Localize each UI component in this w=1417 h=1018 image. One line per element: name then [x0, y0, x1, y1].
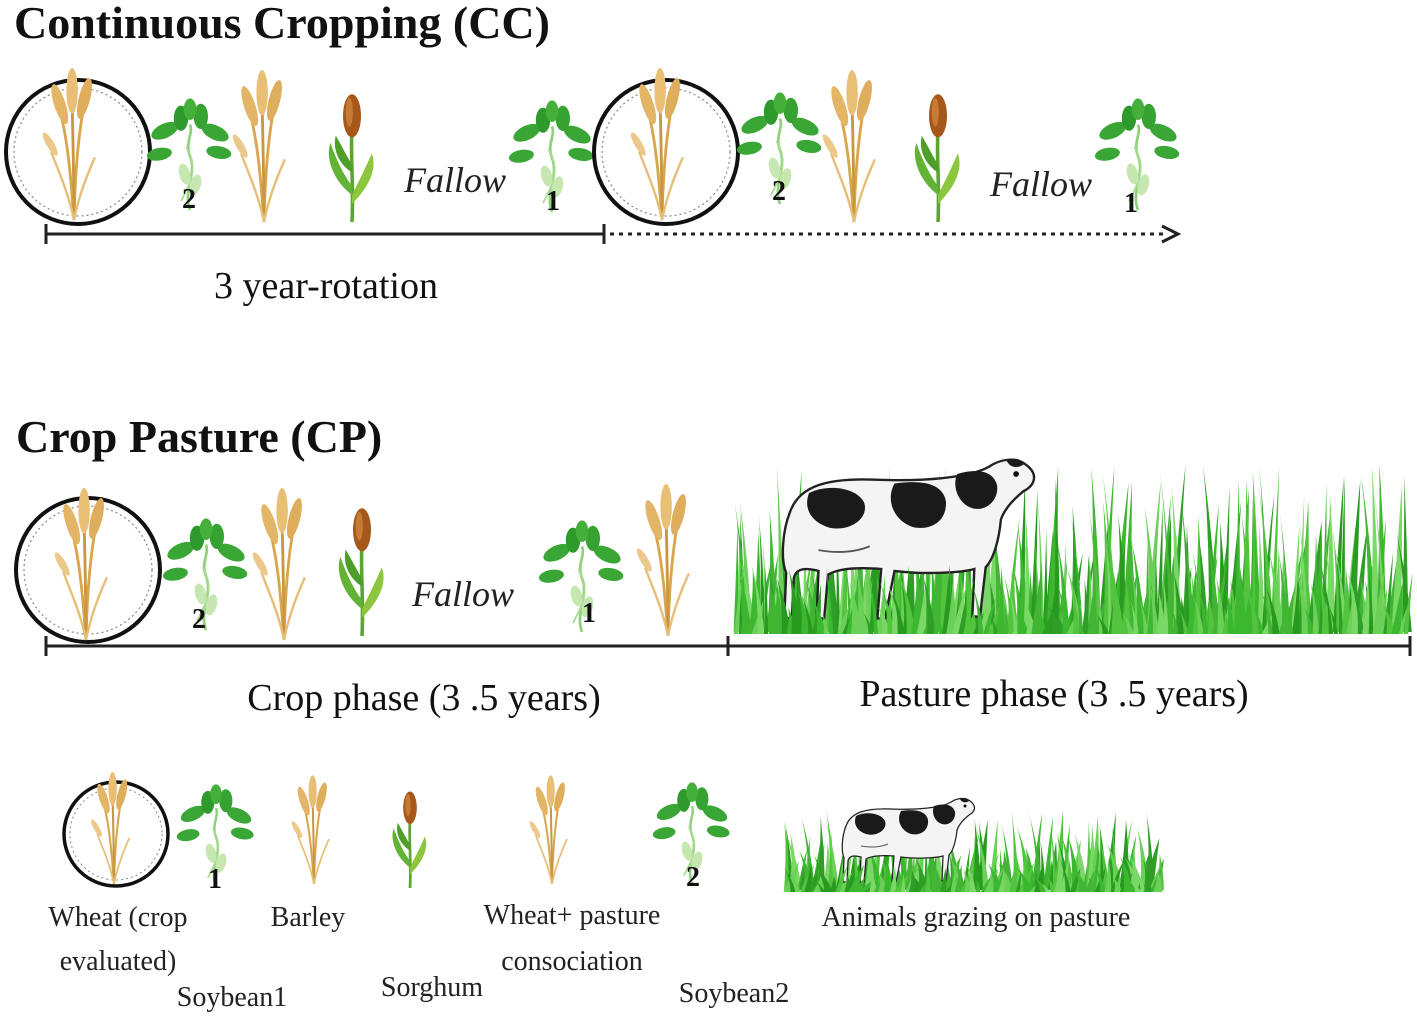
fallow-label: Fallow: [403, 160, 506, 200]
sorghum-icon: [913, 92, 962, 224]
wheat-evaluated-icon: [592, 66, 740, 226]
soybean-number: 2: [182, 184, 196, 215]
soybean-number: 2: [192, 604, 206, 635]
cp-timeline: [44, 636, 1412, 656]
sorghum-icon: [337, 506, 386, 638]
legend-wheat-icon: [62, 770, 170, 888]
legend-wheat-label-line1: Wheat (crop: [48, 902, 187, 933]
barley-icon: [248, 486, 307, 642]
crop-phase-label: Crop phase (3 .5 years): [247, 677, 601, 719]
soybean-number: 2: [772, 176, 786, 207]
legend-barley-icon: [288, 774, 331, 886]
soybean-number: 1: [582, 598, 596, 629]
wheat-evaluated-icon: [14, 486, 162, 644]
cc-title: Continuous Cropping (CC): [14, 0, 550, 48]
legend-wheat-pasture-label-line2: consociation: [501, 946, 643, 977]
legend-barley-label: Barley: [271, 902, 346, 933]
soybean-number: 1: [546, 186, 560, 217]
pasture-grass-front: [733, 564, 1413, 634]
legend-sorghum-label: Sorghum: [381, 972, 483, 1003]
soybean-number: 1: [1124, 188, 1138, 219]
legend-pasture-grass-front: [783, 856, 1164, 892]
legend-soybean2-label: Soybean2: [679, 978, 789, 1009]
legend: 1 2 Wheat (crop evaluated) Soybean1 Barl…: [48, 770, 1164, 1013]
legend-wheat-label-line2: evaluated): [60, 946, 177, 977]
sorghum-icon: [327, 92, 376, 224]
pasture-phase-label: Pasture phase (3 .5 years): [859, 673, 1248, 715]
cp-title: Crop Pasture (CP): [16, 411, 382, 462]
legend-grazing-label: Animals grazing on pasture: [822, 902, 1131, 933]
fallow-label: Fallow: [989, 164, 1092, 204]
legend-sorghum-icon: [391, 790, 428, 890]
cc-section: Continuous Cropping (CC) 2 Fallow 1 2 Fa…: [4, 0, 1182, 307]
legend-soybean1-label: Soybean1: [177, 982, 287, 1013]
wheat-pasture-icon: [632, 482, 691, 638]
legend-wheat-pasture-label-line1: Wheat+ pasture: [484, 900, 661, 931]
barley-icon: [818, 68, 877, 224]
legend-wheat-pasture-icon: [526, 774, 569, 886]
cc-timeline: [44, 224, 1182, 244]
fallow-label: Fallow: [411, 574, 514, 614]
cp-section: Crop Pasture (CP) 2 Fallow 1 Crop phase …: [14, 411, 1413, 719]
legend-soybean2-number: 2: [686, 862, 700, 893]
barley-icon: [228, 68, 287, 224]
wheat-evaluated-icon: [4, 66, 152, 226]
legend-soybean1-number: 1: [208, 864, 222, 895]
rotation-label: 3 year-rotation: [214, 265, 438, 307]
